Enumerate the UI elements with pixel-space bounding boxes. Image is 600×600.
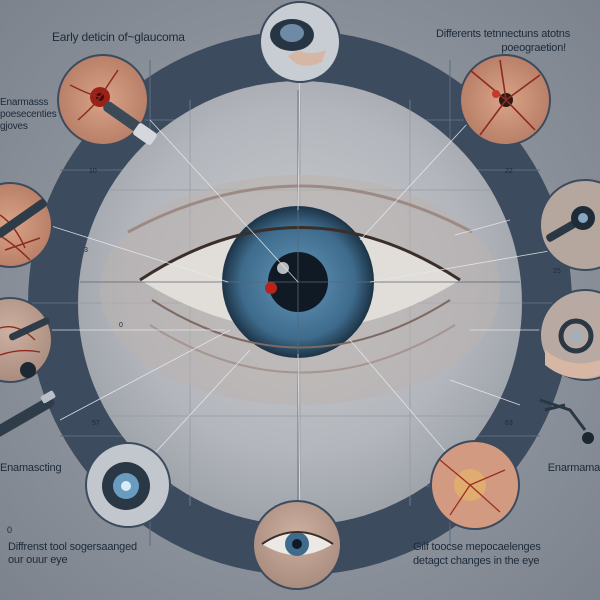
bottom-right-label-line1: Gilf toocse mepocaelenges	[413, 541, 541, 553]
pen-probe-icon	[0, 390, 56, 438]
right-mid-label: Enarmama	[547, 462, 600, 474]
retina-vessels-left-icon	[0, 182, 53, 268]
tick-label: 3	[84, 247, 88, 254]
title: Early deticin of~glaucoma	[52, 30, 185, 44]
retina-scan-icon	[430, 440, 520, 530]
red-spot	[265, 282, 277, 294]
top-right-label-line2: poeograetion!	[501, 42, 566, 54]
tonometer-eye-icon	[259, 1, 341, 83]
tick-label: 22	[505, 168, 513, 175]
tick-label: 57	[92, 420, 100, 427]
tick-label: 25	[553, 268, 561, 275]
eye-closeup-icon	[252, 500, 342, 590]
top-right-label-line1: Differents tetnnectuns atotns	[435, 28, 570, 40]
optic-nerve-probe-icon	[0, 297, 53, 383]
contact-lens-hand-icon	[539, 289, 600, 381]
bottom-left-label-line1: Diffrenst tool sogersaanged	[8, 541, 137, 553]
tonometer-probe-icon	[539, 179, 600, 271]
retina-red-spot-icon	[57, 54, 157, 146]
left-label-line1: Enarmasss	[0, 97, 49, 108]
eye	[80, 90, 520, 520]
tick-label: 63	[505, 420, 513, 427]
forceps-icon	[539, 398, 594, 444]
left-mid-label: Enamascting	[0, 462, 62, 474]
lens-device-icon	[85, 442, 171, 528]
bullet-marker: 0	[7, 525, 13, 535]
retina-vessels-right-icon	[459, 54, 551, 146]
tick-label: 10	[89, 168, 97, 175]
tick-label: 0	[119, 322, 123, 329]
bottom-left-label-line2: our ouur eye	[8, 554, 68, 566]
left-label-line3: gjoves	[0, 121, 28, 132]
bottom-right-label-line2: detagct changes in the eye	[413, 555, 540, 567]
left-label-line2: poesecenties	[0, 109, 57, 120]
